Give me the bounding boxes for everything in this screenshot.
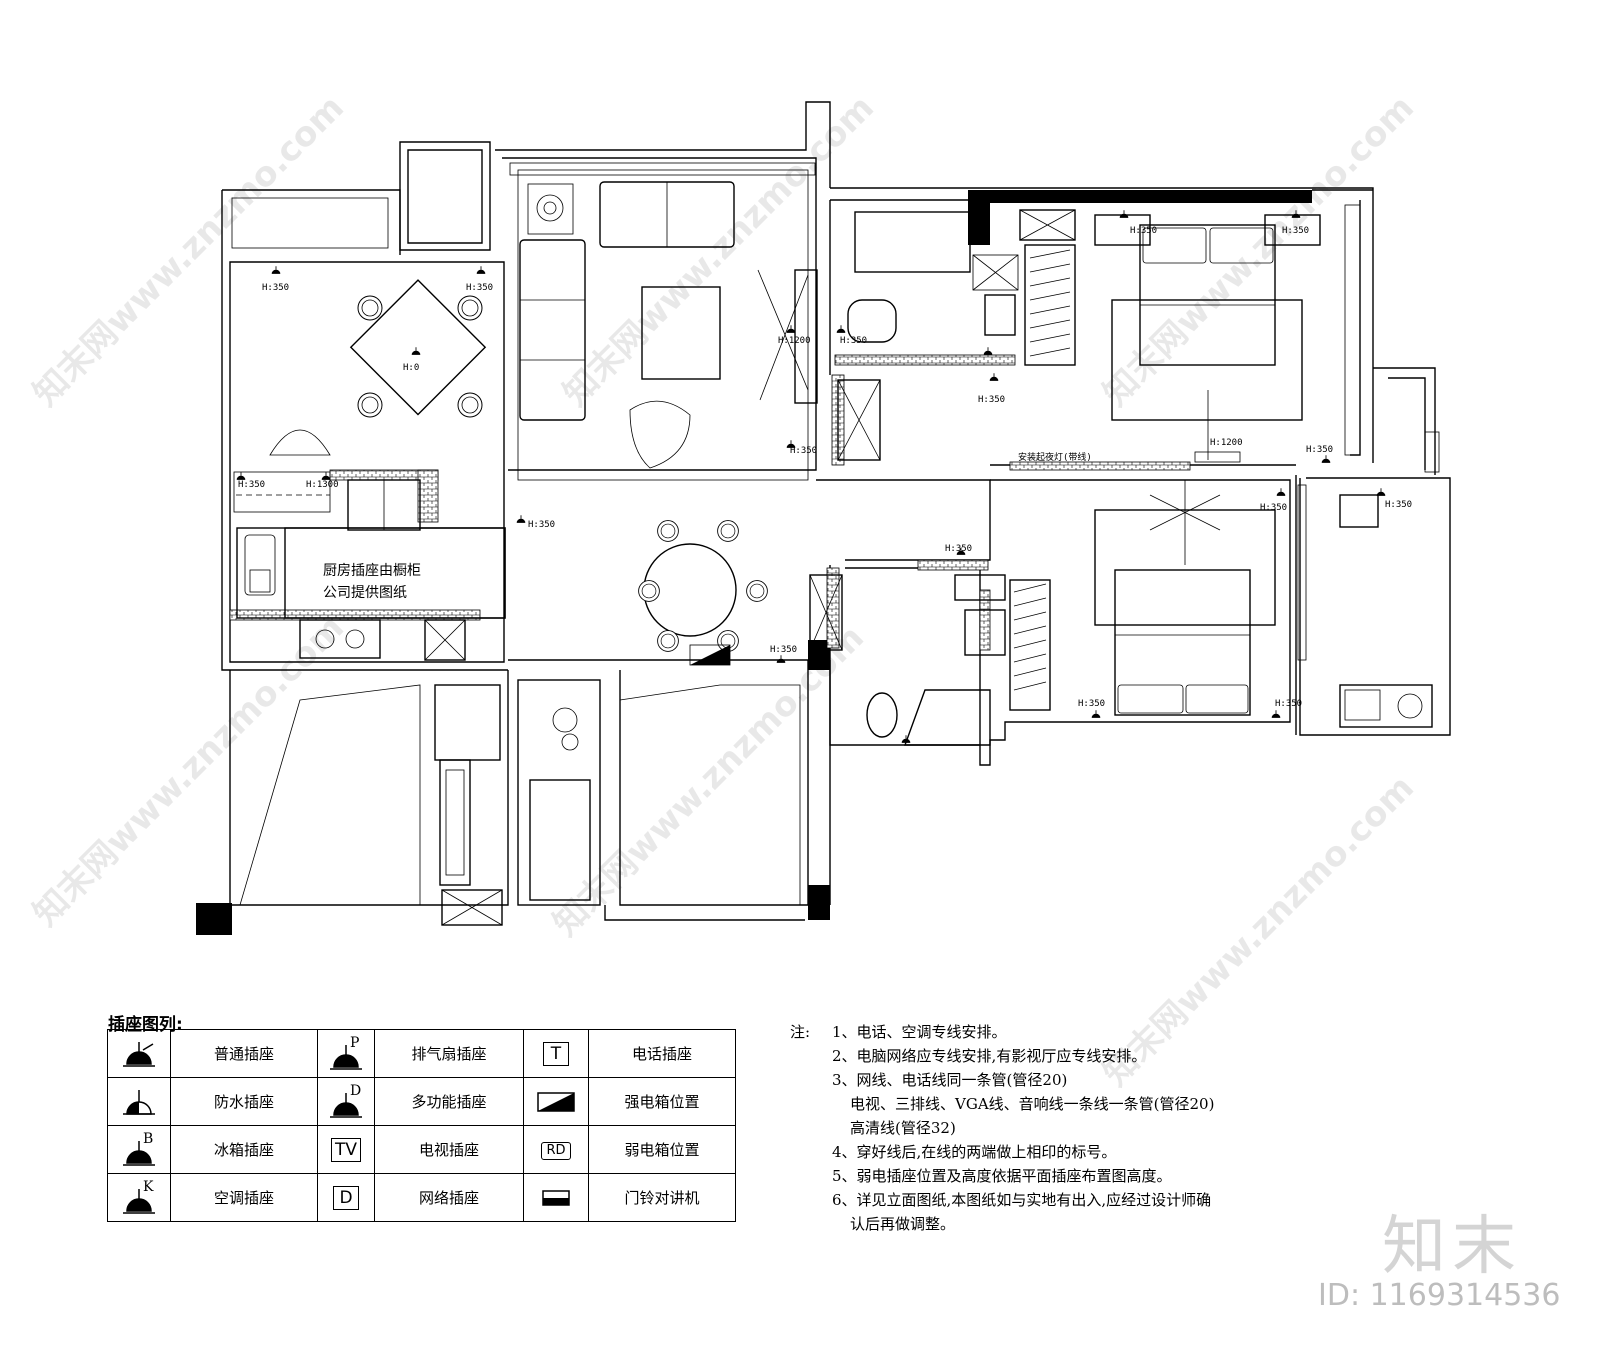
svg-text:B: B xyxy=(143,1131,153,1147)
legend-row: 普通插座 P 排气扇插座 T 电话插座 xyxy=(107,1029,736,1078)
kitchen-note-line2: 公司提供图纸 xyxy=(323,585,407,601)
notes-prefix: 注: xyxy=(790,1023,811,1041)
label-h350: H:350 xyxy=(1130,226,1157,236)
multifunction-socket-icon: D xyxy=(317,1077,375,1126)
bedrooms xyxy=(1094,214,1433,728)
label-h350: H:350 xyxy=(238,480,265,490)
doorbell-intercom-icon xyxy=(523,1173,589,1222)
socket-labels: H:350 H:350 H:0 H:350 H:1300 H:350 H:350… xyxy=(238,226,1412,709)
balconies xyxy=(239,679,801,926)
watermark-logo: 知末 xyxy=(1382,1210,1522,1284)
legend-row: 防水插座 D 多功能插座 强电箱位置 xyxy=(107,1077,736,1126)
note-item: 3、网线、电话线同一条管(管径20) xyxy=(832,1071,1068,1089)
legend-label: 网络插座 xyxy=(374,1173,524,1222)
note-item: 2、电脑网络应专线安排,有影视厅应专线安排。 xyxy=(832,1047,1147,1065)
living-room xyxy=(519,181,818,469)
exhaust-fan-socket-icon: P xyxy=(317,1029,375,1078)
label-h350: H:350 xyxy=(528,520,555,530)
legend-label: 多功能插座 xyxy=(374,1077,524,1126)
network-socket-icon: D xyxy=(317,1173,375,1222)
note-item: 1、电话、空调专线安排。 xyxy=(832,1023,1007,1041)
legend-table: 普通插座 P 排气扇插座 T 电话插座 防水插座 D 多功能插座 强电箱位置 B… xyxy=(107,1029,736,1222)
telephone-socket-icon: T xyxy=(523,1029,589,1078)
legend-row: B 冰箱插座 TV 电视插座 RD 弱电箱位置 xyxy=(107,1125,736,1174)
label-h350: H:350 xyxy=(978,395,1005,405)
outer-walls xyxy=(196,101,1451,935)
legend-label: 普通插座 xyxy=(170,1029,318,1078)
legend-label: 电话插座 xyxy=(588,1029,736,1078)
legend-label: 空调插座 xyxy=(170,1173,318,1222)
note-item: 高清线(管径32) xyxy=(850,1119,956,1137)
label-h350: H:350 xyxy=(466,283,493,293)
tea-room xyxy=(233,279,487,513)
label-h350: H:350 xyxy=(1306,445,1333,455)
tv-socket-icon: TV xyxy=(317,1125,375,1174)
note-item: 认后再做调整。 xyxy=(850,1215,956,1233)
kitchen-note-line1: 厨房插座由橱柜 xyxy=(323,563,421,579)
legend-label: 冰箱插座 xyxy=(170,1125,318,1174)
legend-label: 门铃对讲机 xyxy=(588,1173,736,1222)
label-h350: H:350 xyxy=(262,283,289,293)
label-h350: H:350 xyxy=(770,645,797,655)
note-item: 5、弱电插座位置及高度依据平面插座布置图高度。 xyxy=(832,1167,1172,1185)
label-h0: H:0 xyxy=(403,363,419,373)
label-h350: H:350 xyxy=(1282,226,1309,236)
legend-label: 防水插座 xyxy=(170,1077,318,1126)
svg-text:P: P xyxy=(350,1035,359,1051)
legend-label: 强电箱位置 xyxy=(588,1077,736,1126)
label-h1200: H:1200 xyxy=(1210,438,1243,448)
legend-label: 排气扇插座 xyxy=(374,1029,524,1078)
legend-row: K 空调插座 D 网络插座 门铃对讲机 xyxy=(107,1173,736,1222)
ac-socket-icon: K xyxy=(107,1173,171,1222)
legend-label: 电视插座 xyxy=(374,1125,524,1174)
waterproof-socket-icon xyxy=(107,1077,171,1126)
kitchen: 厨房插座由橱柜 公司提供图纸 xyxy=(236,479,506,661)
label-h350: H:350 xyxy=(790,446,817,456)
note-item: 6、详见立面图纸,本图纸如与实地有出入,应经过设计师确 xyxy=(832,1191,1212,1209)
svg-text:K: K xyxy=(143,1179,154,1195)
weak-current-box-icon: RD xyxy=(523,1125,589,1174)
label-h350: H:350 xyxy=(945,544,972,554)
socket-icon xyxy=(107,1029,171,1078)
svg-text:D: D xyxy=(350,1083,361,1099)
fridge-socket-icon: B xyxy=(107,1125,171,1174)
label-h1200: H:1200 xyxy=(778,336,811,346)
legend-label: 弱电箱位置 xyxy=(588,1125,736,1174)
watermark-id: ID: 1169314536 xyxy=(1318,1278,1561,1313)
bathrooms xyxy=(809,209,1076,746)
corridor-note: 安装起夜灯(带线) xyxy=(1018,451,1092,463)
power-box-icon xyxy=(523,1077,589,1126)
label-h350: H:350 xyxy=(840,336,867,346)
label-h350: H:350 xyxy=(1275,699,1302,709)
label-h1300: H:1300 xyxy=(306,480,339,490)
label-h350: H:350 xyxy=(1385,500,1412,510)
dining-area xyxy=(638,520,768,666)
label-h350: H:350 xyxy=(1260,503,1287,513)
label-h350: H:350 xyxy=(1078,699,1105,709)
notes-block: 注: 1、电话、空调专线安排。 2、电脑网络应专线安排,有影视厅应专线安排。 3、… xyxy=(790,1020,1390,1236)
note-item: 电视、三排线、VGA线、音响线一条线一条管(管径20) xyxy=(850,1095,1215,1113)
note-item: 4、穿好线后,在线的两端做上相印的标号。 xyxy=(832,1143,1117,1161)
